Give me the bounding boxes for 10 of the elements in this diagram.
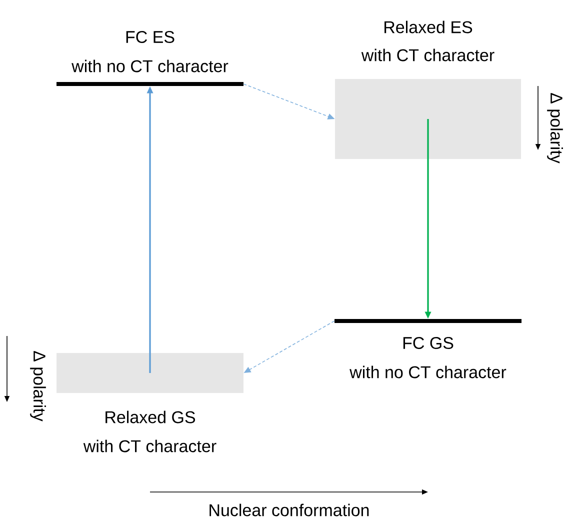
state-label: with no CT character [350,366,506,378]
state-label: FC ES [126,30,174,44]
axis-label: Nuclear conformation [210,504,369,516]
state-label: Relaxed GS [106,410,196,424]
axis-label: Δ polarity [547,93,563,164]
state-label: Relaxed ES [384,20,472,34]
state-label: with no CT character [72,60,228,72]
state-label: with CT character [83,440,216,452]
state-label: FC GS [403,336,454,350]
state-label: with CT character [361,48,494,62]
